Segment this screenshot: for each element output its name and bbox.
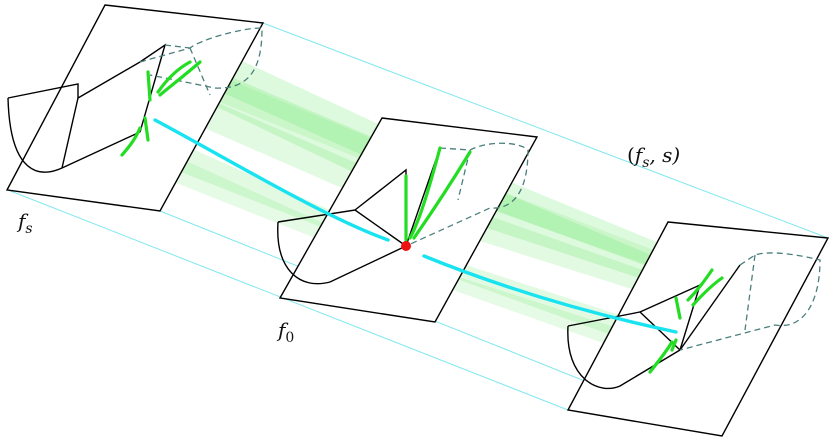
- slice-left-plane: [5, 4, 265, 212]
- slice-left-hidden-edges: [139, 27, 263, 96]
- slice-center-hidden-edges: [405, 142, 529, 247]
- slice-left-green-cone: [120, 60, 202, 157]
- slice-right-plane: [566, 221, 830, 437]
- slice-center-bowl: [277, 221, 407, 285]
- slice-center-plane: [278, 117, 539, 323]
- slice-right-bowl: [567, 325, 681, 390]
- critical-point: [401, 241, 411, 251]
- slice-center: [277, 117, 539, 323]
- label-fs: fs: [16, 209, 33, 237]
- label-f0: f0: [276, 318, 294, 346]
- slice-left-bowl: [7, 97, 141, 173]
- slice-right-green-cone: [648, 268, 724, 374]
- slice-left: [5, 4, 265, 212]
- critical-curve: [153, 118, 678, 334]
- slice-right-hidden-edges: [679, 252, 821, 351]
- slice-right: [566, 221, 830, 437]
- slice-center-green-cone: [404, 146, 472, 242]
- label-family: (fs, s): [627, 143, 680, 171]
